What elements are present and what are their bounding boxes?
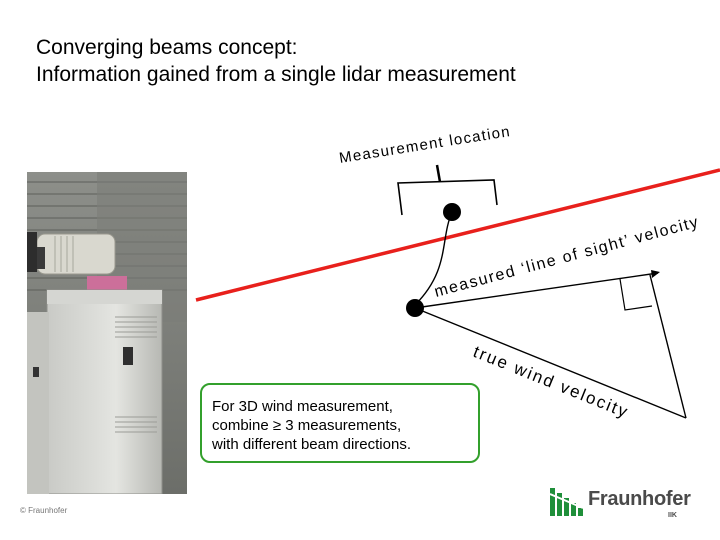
lidar-beam-line bbox=[195, 168, 720, 302]
projection-line bbox=[649, 274, 687, 419]
measurement-location-label: Measurement location bbox=[338, 123, 512, 167]
los-arrowhead bbox=[651, 270, 660, 278]
copyright-text: © Fraunhofer bbox=[20, 506, 68, 515]
bracket-pointer bbox=[435, 164, 442, 183]
logo-name: Fraunhofer bbox=[588, 488, 691, 510]
los-velocity-arrow bbox=[414, 272, 659, 309]
lidar-photo bbox=[27, 172, 187, 494]
title-line-2: Information gained from a single lidar m… bbox=[36, 63, 516, 86]
note-line-2: combine ≥ 3 measurements, bbox=[212, 417, 402, 434]
fraunhofer-logo: Fraunhofer IIK bbox=[550, 484, 700, 524]
measurement-bracket bbox=[397, 179, 498, 216]
note-line-3: with different beam directions. bbox=[212, 436, 411, 453]
note-line-1: For 3D wind measurement, bbox=[212, 398, 393, 415]
right-angle-mark bbox=[619, 278, 653, 311]
logo-sub: IIK bbox=[668, 512, 677, 519]
measurement-point-upper bbox=[443, 203, 461, 221]
true-wind-label: true wind velocity bbox=[471, 342, 632, 422]
true-wind-arrow bbox=[414, 307, 687, 419]
lidar-photo-drawing bbox=[27, 172, 187, 494]
slide-title: Converging beams concept: Information ga… bbox=[36, 34, 516, 88]
note-box: For 3D wind measurement, combine ≥ 3 mea… bbox=[200, 383, 480, 463]
connector-curve bbox=[414, 211, 453, 306]
los-velocity-label: measured ‘line of sight’ velocity bbox=[433, 214, 702, 301]
title-line-1: Converging beams concept: bbox=[36, 36, 298, 59]
logo-mark-icon bbox=[550, 488, 584, 516]
